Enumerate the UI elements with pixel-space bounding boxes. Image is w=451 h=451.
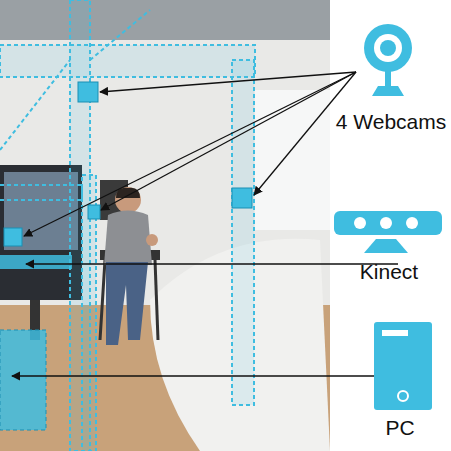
device-node: PC	[352, 318, 448, 448]
ceiling	[0, 0, 330, 40]
device-label: 4 Webcams	[334, 110, 448, 134]
kinect-highlight	[0, 255, 72, 269]
window	[255, 90, 330, 230]
monitor-screen	[4, 172, 78, 250]
device-label: PC	[352, 416, 448, 440]
seated-person	[100, 187, 160, 345]
pc-highlight	[0, 330, 46, 430]
device-label: Kinect	[330, 260, 448, 284]
device-node: Kinect	[330, 205, 448, 295]
device-node: 4 Webcams	[334, 18, 448, 138]
room-wall	[0, 0, 330, 451]
truss-frame	[0, 0, 255, 451]
webcam-highlights	[4, 82, 252, 246]
